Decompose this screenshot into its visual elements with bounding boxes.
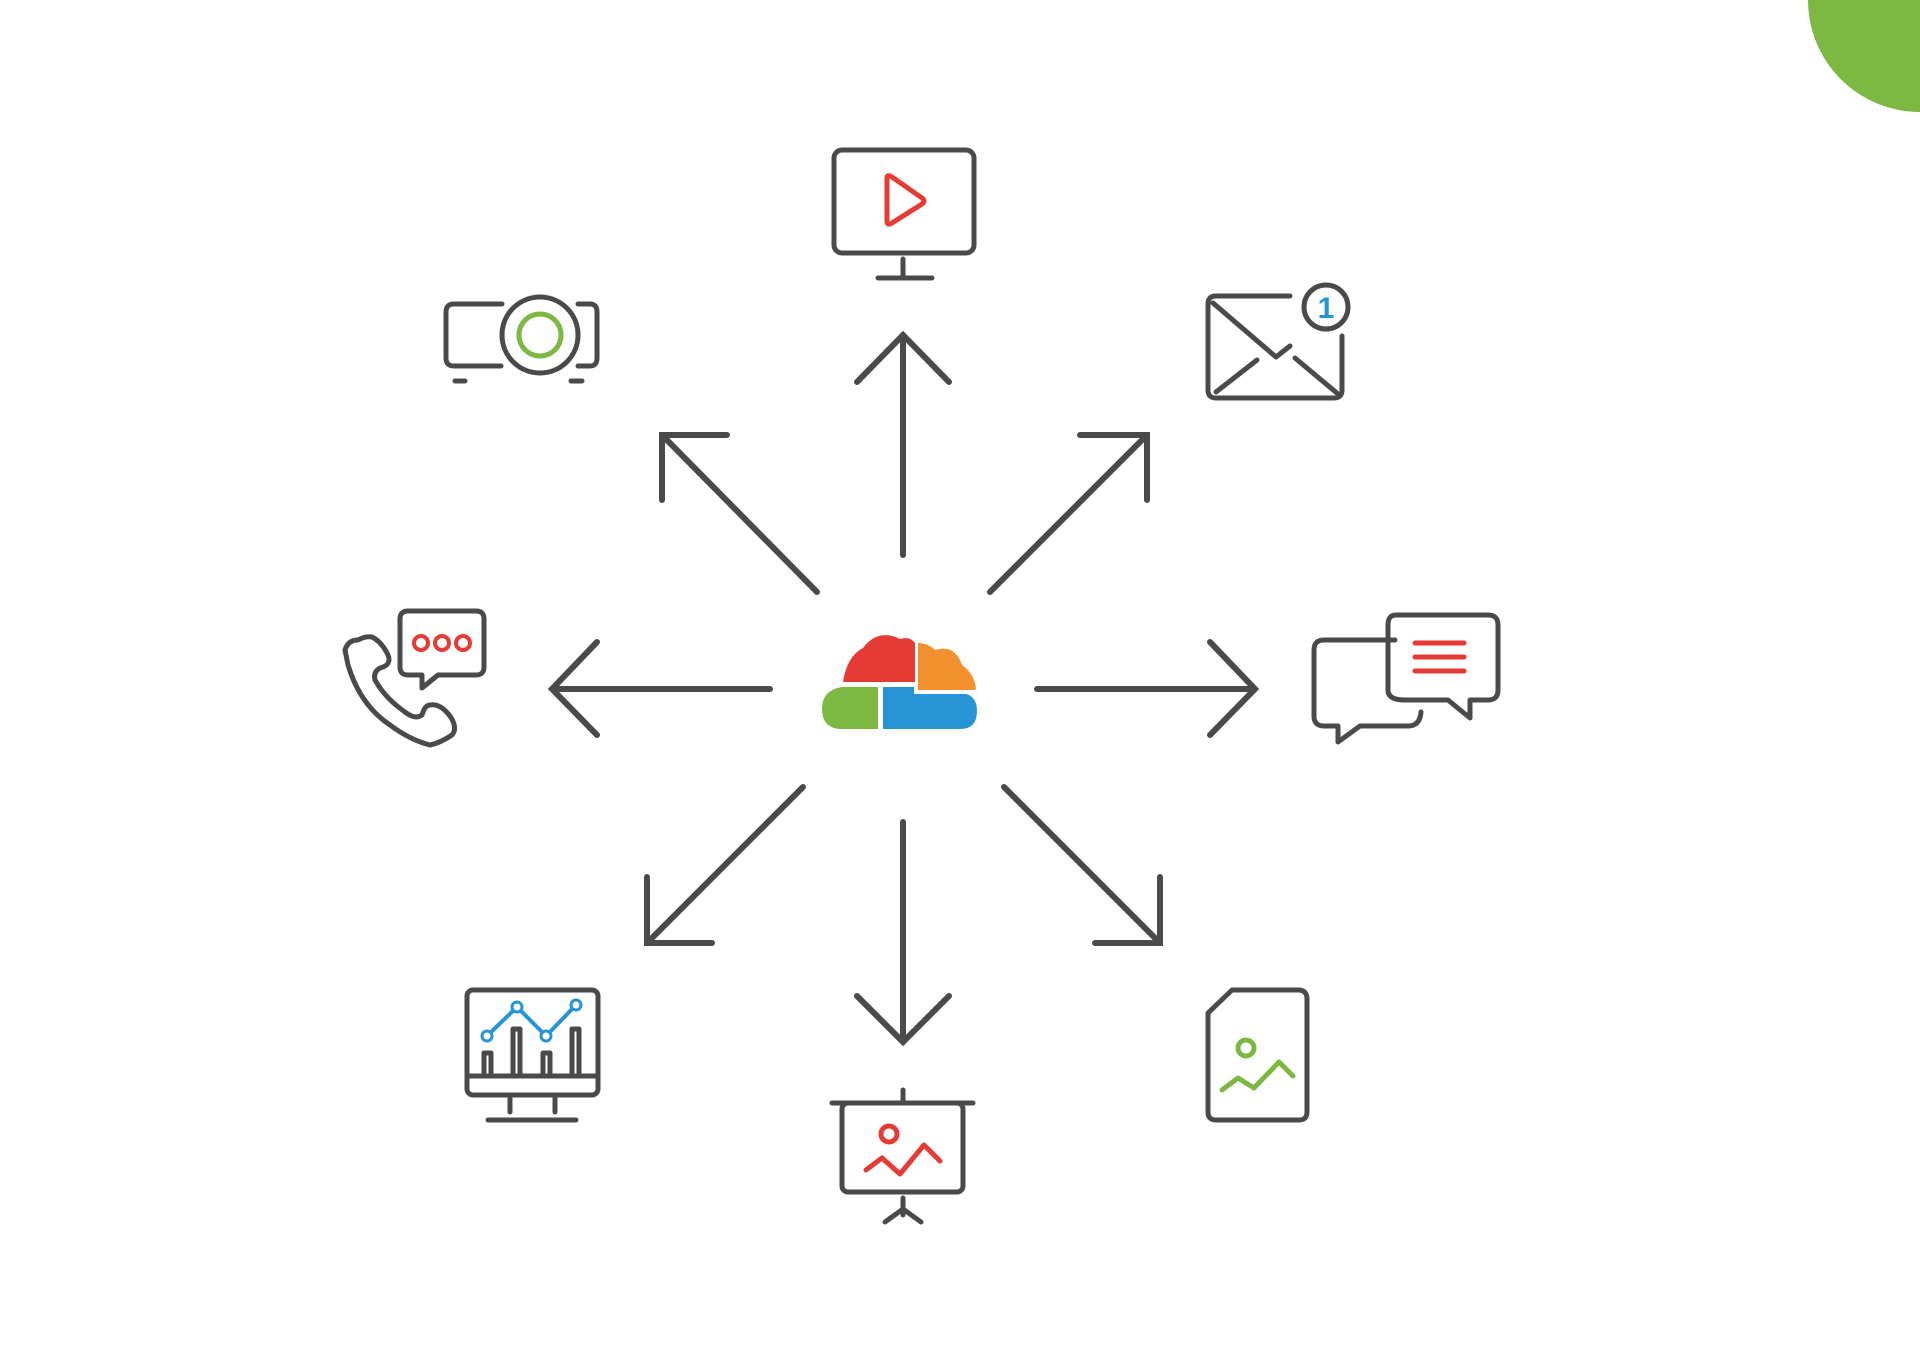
board-sun-icon <box>878 1123 900 1145</box>
phone-message-icon <box>342 608 487 748</box>
message-dot-2 <box>433 634 451 652</box>
cloud-segment-blue <box>883 687 977 729</box>
arrow-up-left <box>659 432 820 595</box>
cloud-segment-red <box>843 635 915 682</box>
cloud-segment-orange <box>918 643 976 690</box>
corner-accent-shape <box>1808 0 1920 112</box>
monitor-play-icon <box>831 147 977 281</box>
image-file-icon <box>1205 987 1310 1123</box>
message-dot-1 <box>412 634 430 652</box>
analytics-monitor-icon <box>464 987 601 1123</box>
mail-notification-icon: 1 <box>1205 282 1351 401</box>
play-icon <box>884 173 927 227</box>
arrow-down-right <box>1001 784 1163 946</box>
projector-lens-icon <box>516 311 564 359</box>
message-dot-3 <box>454 634 472 652</box>
chat-bubbles-icon <box>1311 612 1501 745</box>
image-mountain-icon <box>1219 1059 1296 1093</box>
arrow-down-left <box>644 784 806 946</box>
mail-badge-count: 1 <box>1318 292 1335 325</box>
cloud-segment-green <box>822 687 878 729</box>
analytics-trend-line <box>485 1003 578 1038</box>
arrow-down <box>854 819 952 1047</box>
projector-icon <box>443 294 600 384</box>
arrow-up <box>854 330 952 558</box>
presentation-board-icon <box>829 1087 976 1225</box>
cloud-icon <box>822 635 977 729</box>
image-sun-icon <box>1235 1037 1257 1059</box>
spoke-arrows <box>547 330 1260 1047</box>
arrow-up-right <box>987 432 1150 595</box>
arrow-left <box>547 639 773 738</box>
board-chart-line <box>863 1142 943 1177</box>
arrow-right <box>1034 639 1260 738</box>
